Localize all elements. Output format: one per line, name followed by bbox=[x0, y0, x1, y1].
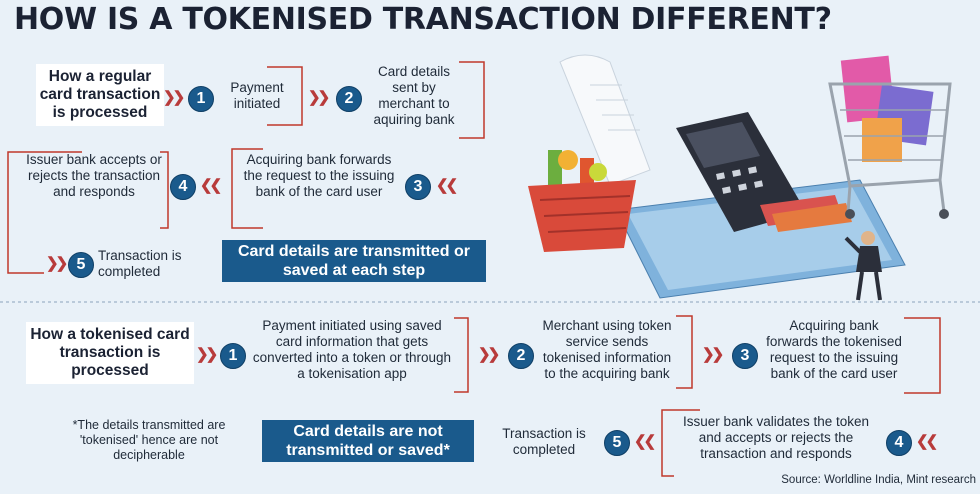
regular-heading: How a regular card transaction is proces… bbox=[36, 64, 164, 126]
regular-step-4-text: Issuer bank accepts or rejects the trans… bbox=[26, 152, 162, 199]
chevron-double-left-icon: ❮❮ bbox=[916, 433, 938, 450]
chevron-double-left-icon: ❮❮ bbox=[634, 433, 656, 450]
tokenised-banner: Card details are not transmitted or save… bbox=[262, 420, 474, 462]
chevron-double-right-icon: ❯❯ bbox=[308, 89, 330, 106]
bracket-tok-4 bbox=[661, 409, 700, 477]
person-icon bbox=[844, 231, 882, 301]
tokenised-step-3-badge: 3 bbox=[732, 343, 758, 369]
regular-step-4-badge: 4 bbox=[170, 174, 196, 200]
source-credit: Source: Worldline India, Mint research bbox=[781, 474, 976, 486]
shopping-basket-icon bbox=[528, 150, 636, 252]
regular-step-3-badge: 3 bbox=[405, 174, 431, 200]
pos-terminal-icon bbox=[676, 112, 852, 232]
bracket-reg-2 bbox=[459, 61, 485, 139]
page-title: HOW IS A TOKENISED TRANSACTION DIFFERENT… bbox=[14, 2, 832, 37]
bracket-reg-3 bbox=[231, 148, 263, 229]
chevron-double-right-icon: ❯❯ bbox=[196, 346, 218, 363]
tokenised-step-5-text: Transaction is completed bbox=[502, 426, 586, 457]
tokenised-step-1-text: Payment initiated using saved card infor… bbox=[252, 318, 452, 381]
regular-step-5-badge: 5 bbox=[68, 252, 94, 278]
tokenised-step-1-badge: 1 bbox=[220, 343, 246, 369]
tokenised-step-5-badge: 5 bbox=[604, 430, 630, 456]
receipt-illustration bbox=[559, 54, 651, 186]
chevron-double-left-icon: ❮❮ bbox=[436, 177, 458, 194]
tokenised-footnote: *The details transmitted are 'tokenised'… bbox=[72, 418, 226, 462]
regular-step-1-badge: 1 bbox=[188, 86, 214, 112]
tokenised-step-2-text: Merchant using token service sends token… bbox=[542, 318, 672, 381]
tokenised-step-2-badge: 2 bbox=[508, 343, 534, 369]
chevron-double-right-icon: ❯❯ bbox=[163, 89, 185, 106]
chevron-double-right-icon: ❯❯ bbox=[702, 346, 724, 363]
bracket-tok-1 bbox=[454, 317, 469, 393]
bracket-reg-4 bbox=[7, 151, 82, 274]
regular-banner: Card details are transmitted or saved at… bbox=[222, 240, 486, 282]
shopping-cart-icon bbox=[828, 55, 952, 219]
regular-step-5-text: Transaction is completed bbox=[98, 248, 182, 279]
regular-step-3-text: Acquiring bank forwards the request to t… bbox=[243, 152, 395, 199]
bracket-tok-3 bbox=[904, 317, 941, 394]
regular-step-1-text: Payment initiated bbox=[230, 80, 284, 111]
tokenised-heading: How a tokenised card transaction is proc… bbox=[26, 322, 194, 384]
regular-step-2-text: Card details sent by merchant to aquirin… bbox=[373, 64, 455, 127]
regular-step-2-badge: 2 bbox=[336, 86, 362, 112]
chevron-double-right-icon: ❯❯ bbox=[46, 255, 68, 272]
chevron-double-right-icon: ❯❯ bbox=[478, 346, 500, 363]
bracket-reg-1 bbox=[267, 66, 303, 126]
tokenised-step-4-text: Issuer bank validates the token and acce… bbox=[682, 414, 870, 461]
tokenised-step-4-badge: 4 bbox=[886, 430, 912, 456]
bracket-tok-2 bbox=[676, 315, 693, 389]
chevron-double-left-icon: ❮❮ bbox=[200, 177, 222, 194]
tokenised-step-3-text: Acquiring bank forwards the tokenised re… bbox=[766, 318, 902, 381]
bracket-reg-4b bbox=[160, 151, 169, 229]
